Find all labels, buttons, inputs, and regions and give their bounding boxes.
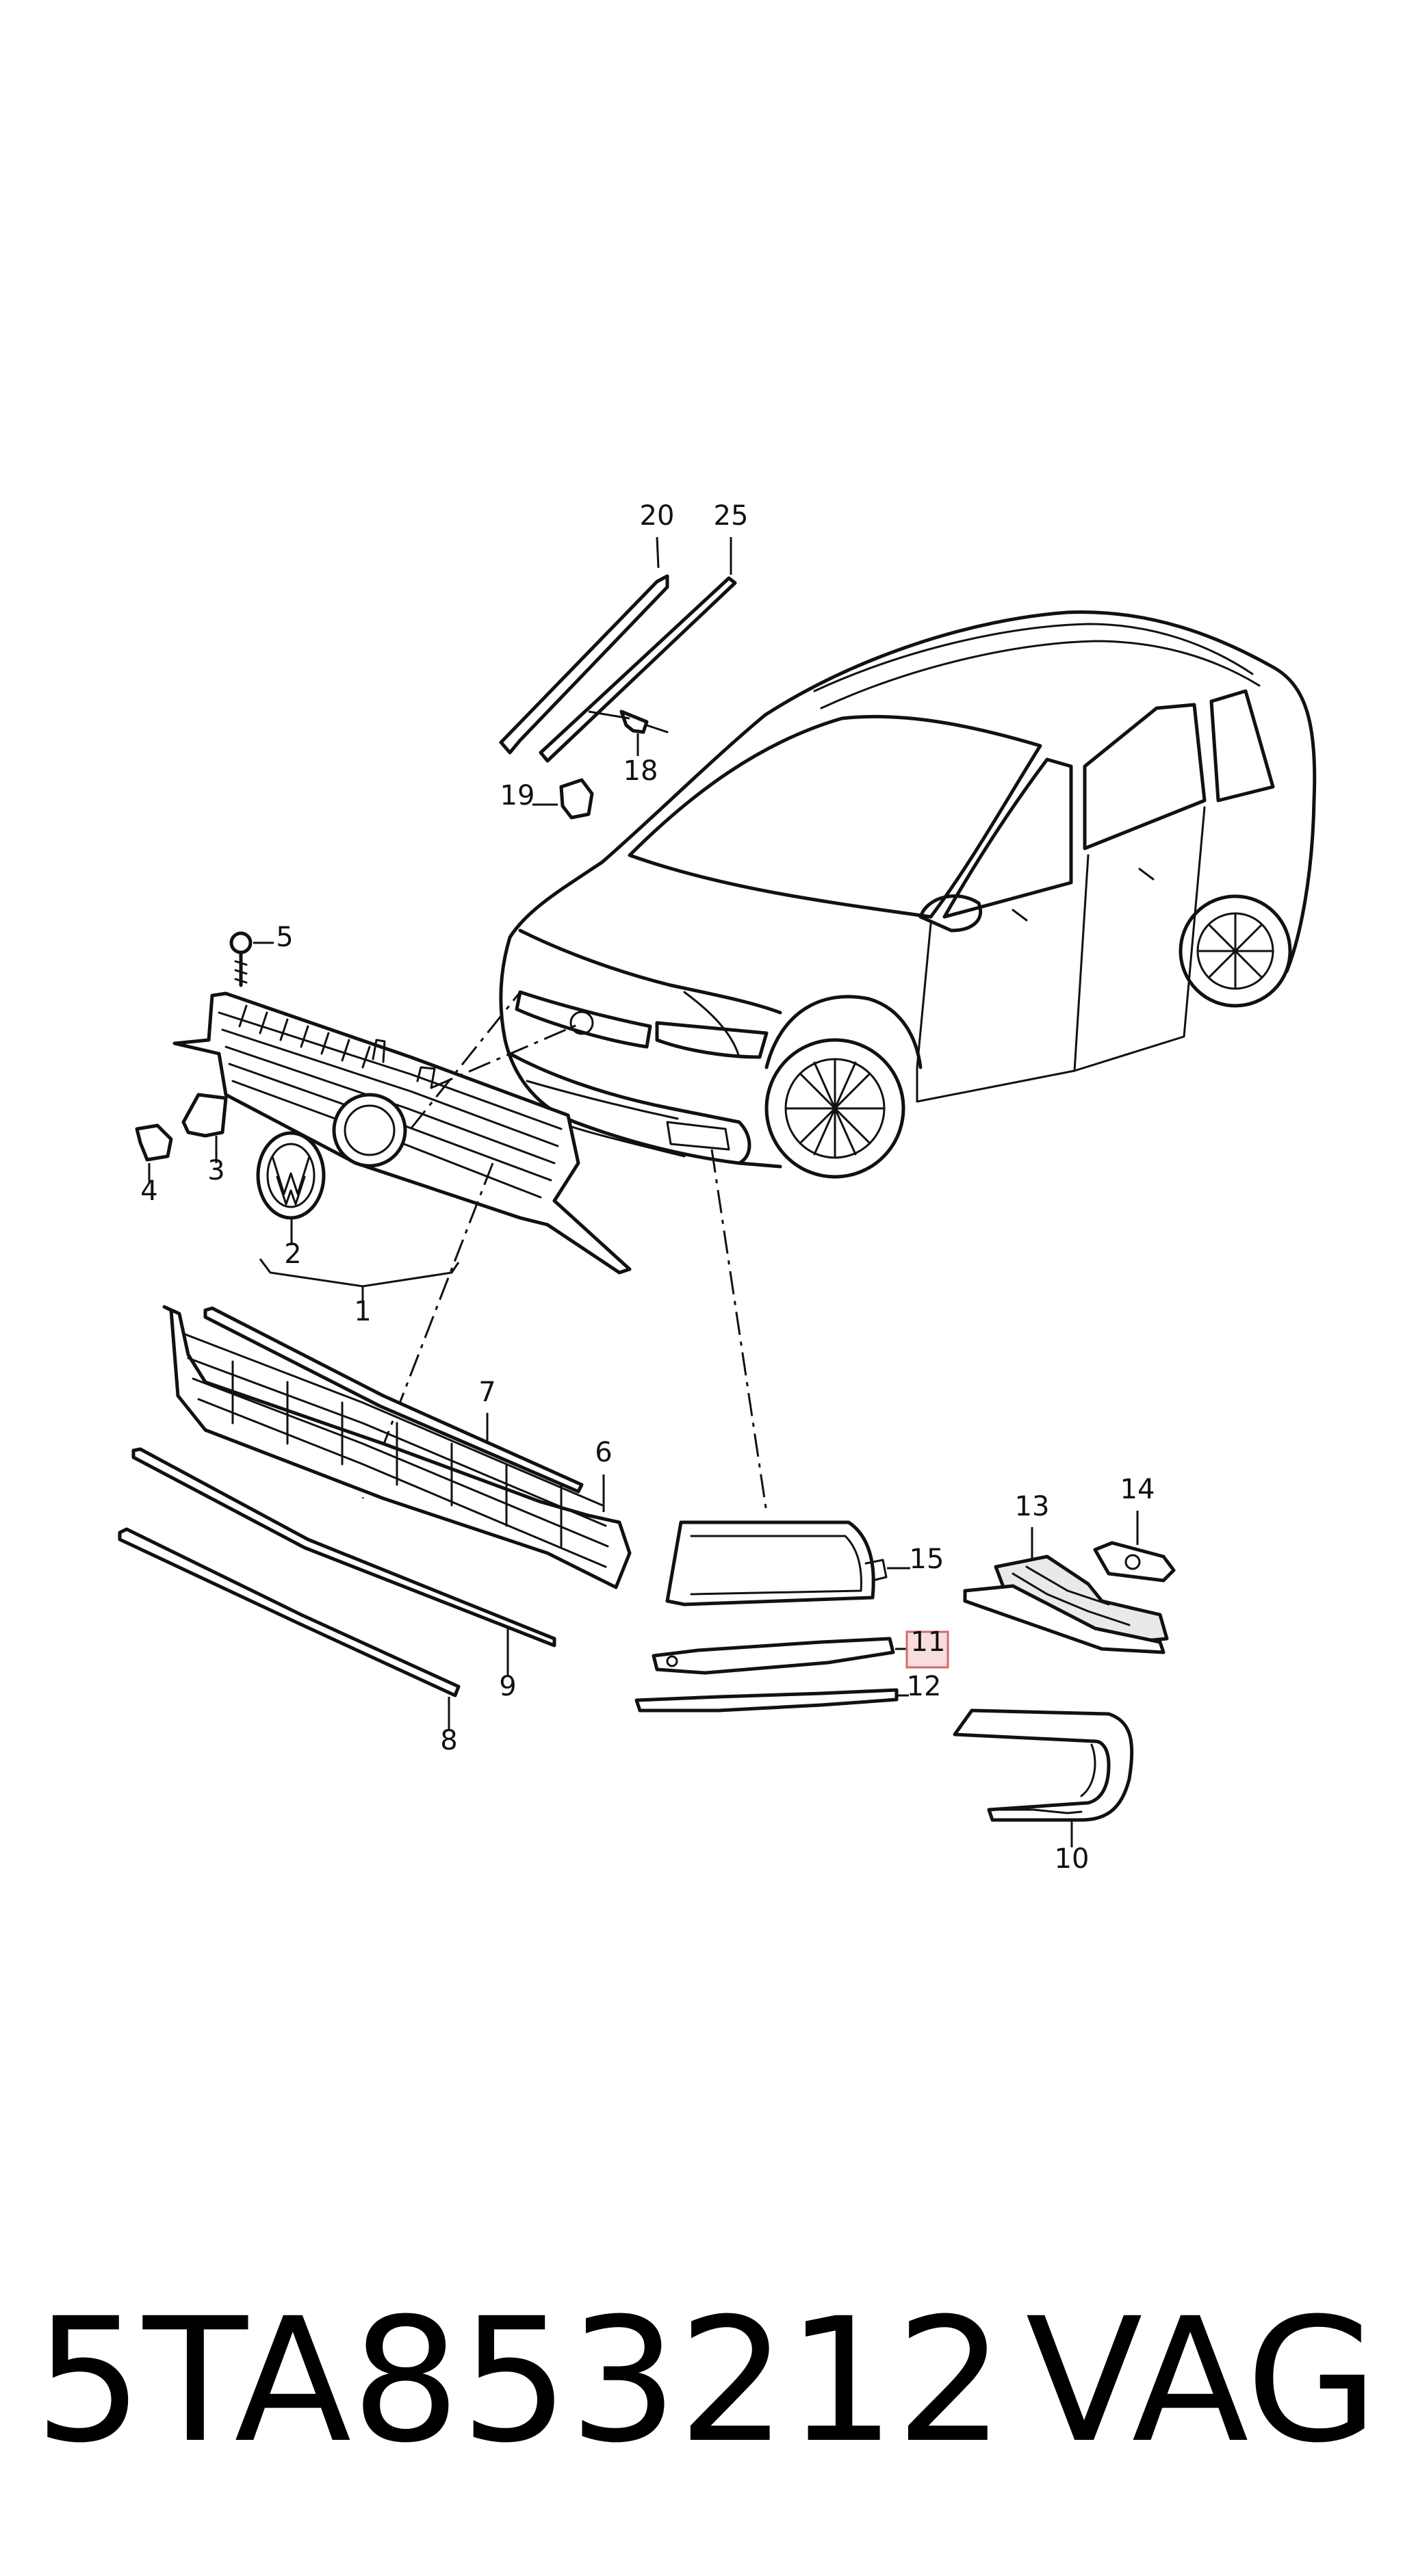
callout-4: 4	[140, 1175, 157, 1207]
brand-label: VAG	[1025, 2281, 1378, 2480]
trim-strip-11	[652, 1637, 907, 1675]
callout-7: 7	[478, 1377, 495, 1408]
callout-19: 19	[500, 780, 535, 811]
trim-panel-13	[963, 1527, 1169, 1654]
dashed-link-fog	[710, 1149, 768, 1513]
bracket-3	[181, 1093, 228, 1163]
callout-2: 2	[284, 1238, 301, 1270]
upper-grille	[172, 991, 632, 1275]
callout-13: 13	[1015, 1491, 1050, 1522]
callout-8: 8	[440, 1725, 457, 1756]
clip-18	[588, 710, 669, 756]
callout-25: 25	[714, 500, 749, 532]
callout-14: 14	[1120, 1474, 1155, 1505]
callout-labels: 20 25 18 19 5 3 4 2 1 7 6 13 14 15 11 12 9 8 10	[140, 500, 1155, 1875]
callout-9: 9	[499, 1671, 516, 1702]
fog-light-trim-15	[665, 1520, 910, 1606]
callout-20: 20	[640, 500, 675, 532]
roof-trim-strips	[499, 536, 737, 763]
car-illustration	[499, 610, 1317, 1179]
callout-18: 18	[623, 755, 658, 787]
screw-5	[229, 931, 274, 987]
trim-strip-8	[118, 1527, 461, 1731]
cap-14	[1093, 1511, 1176, 1583]
clip-19	[532, 778, 594, 820]
trim-strip-7	[203, 1306, 584, 1494]
callout-15: 15	[910, 1544, 944, 1575]
vw-emblem-2	[256, 1131, 326, 1245]
trim-strip-12	[634, 1688, 909, 1713]
callout-12: 12	[907, 1671, 942, 1702]
callout-3: 3	[207, 1155, 224, 1186]
callout-11-highlight	[905, 1630, 949, 1669]
part-number-label: 5TA853212	[34, 2281, 1005, 2480]
lower-grille	[162, 1305, 632, 1589]
callout-5: 5	[276, 922, 293, 953]
trim-strip-9	[131, 1447, 556, 1676]
callout-1: 1	[354, 1296, 371, 1327]
bezel-10	[953, 1708, 1134, 1847]
callout-1-bracket	[259, 1258, 460, 1303]
clip-4	[135, 1123, 173, 1184]
callout-11: 11	[911, 1626, 946, 1658]
callout-10: 10	[1055, 1843, 1090, 1875]
callout-6: 6	[595, 1437, 612, 1468]
